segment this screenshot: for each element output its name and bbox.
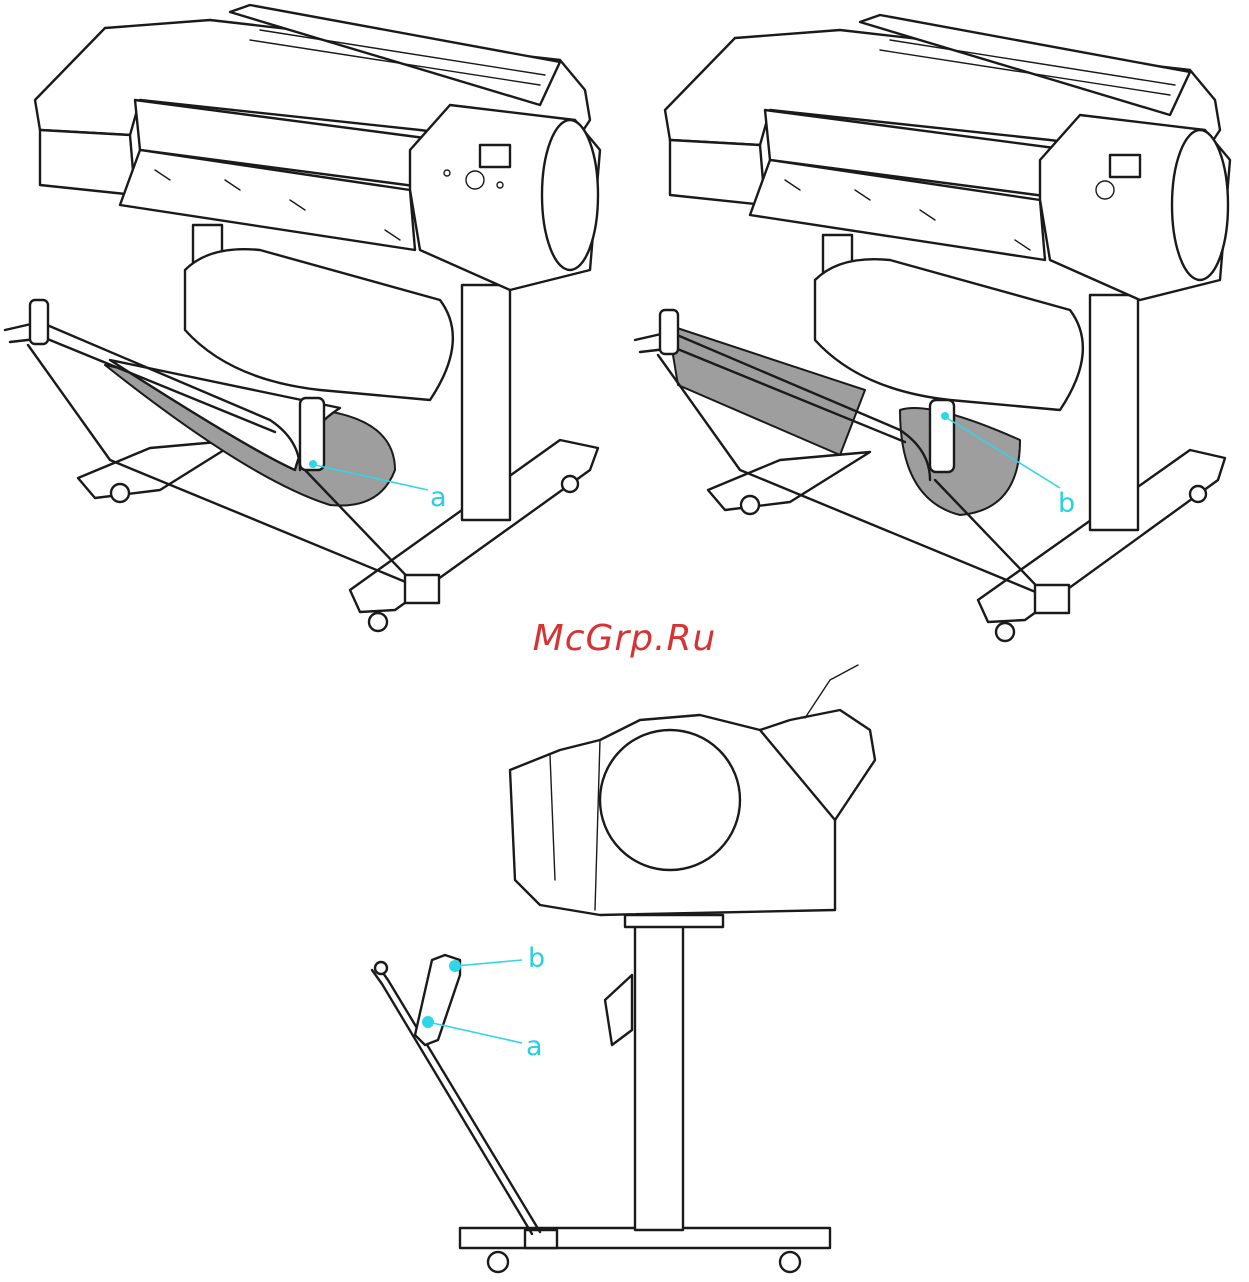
paper-sheet (185, 249, 453, 400)
control-display (480, 145, 510, 167)
printer-illustration-b (635, 15, 1230, 641)
callout-leader (428, 1022, 522, 1043)
stand-top-plate (625, 915, 723, 927)
callout-label-a: a (430, 482, 447, 513)
basket-cloth (900, 408, 1020, 515)
basket-holder-b (930, 400, 954, 472)
printer-illustration-a (5, 5, 600, 631)
stand-clip (525, 1230, 557, 1248)
printer-left-side (670, 140, 765, 205)
caster (111, 484, 129, 502)
basket-arm-side (372, 970, 532, 1234)
stand-clip (405, 575, 439, 603)
callout-marker (422, 1016, 434, 1028)
callout-marker (941, 412, 949, 420)
callout-marker (449, 960, 461, 972)
basket-holder (30, 300, 48, 344)
caster (488, 1252, 508, 1272)
stand-leg-right (462, 285, 510, 520)
callout-label-a-bottom: a (526, 1031, 543, 1062)
basket-arm-side (378, 966, 540, 1232)
printer-left-side (40, 130, 135, 195)
stand-leg-right (1090, 295, 1138, 530)
paper-guide (805, 665, 858, 718)
roll-cover-side (600, 730, 740, 870)
roll-cover (1172, 130, 1228, 280)
stand-column (635, 925, 683, 1230)
callout-leader (455, 960, 522, 966)
caster (562, 476, 578, 492)
callout-label-b-bottom: b (528, 943, 545, 974)
callout-label-b: b (1058, 488, 1075, 519)
control-display (1110, 155, 1140, 177)
watermark: McGrp.Ru (0, 618, 1249, 659)
basket-holder-a (300, 398, 324, 470)
stand-bracket (605, 975, 632, 1045)
caster (1190, 486, 1206, 502)
roll-cover (542, 120, 598, 270)
printer-side-view (372, 665, 875, 1272)
callout-b-bottom: b (449, 943, 545, 974)
stand-clip (1035, 585, 1069, 613)
caster (741, 496, 759, 514)
basket-holder (660, 310, 678, 354)
caster (780, 1252, 800, 1272)
callout-marker (309, 460, 317, 468)
arm-tip (375, 962, 387, 974)
